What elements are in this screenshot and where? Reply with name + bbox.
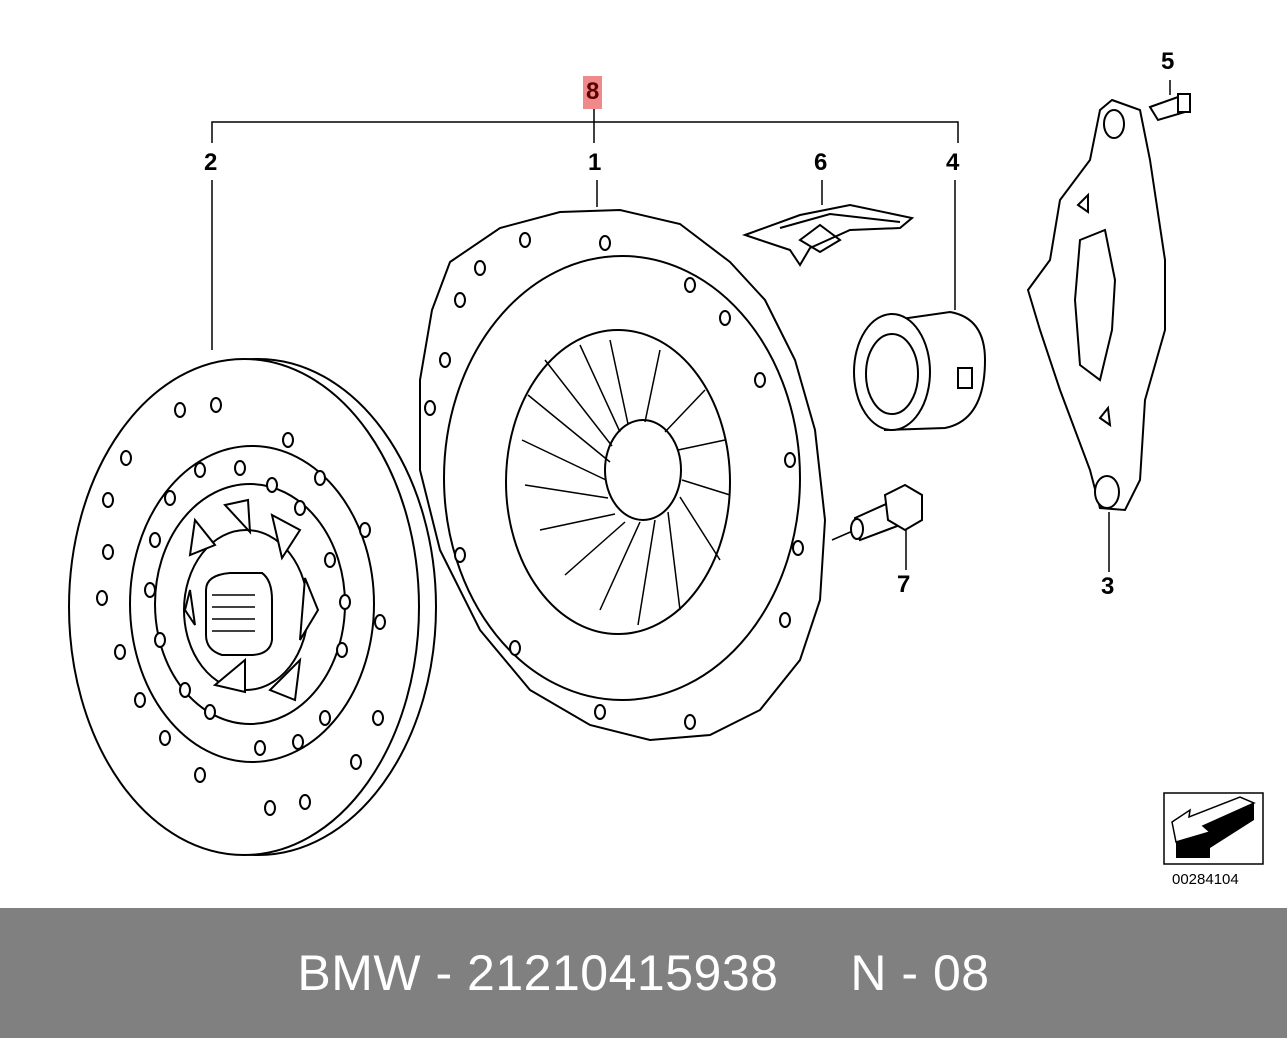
- release-lever: [1026, 98, 1166, 512]
- clutch-disc: [68, 358, 437, 856]
- callout-6: 6: [814, 149, 828, 176]
- hex-bolt: [850, 483, 923, 542]
- footer-part-number: 21210415938: [467, 945, 779, 1001]
- release-bearing: [853, 310, 987, 432]
- footer-brand: BMW: [297, 945, 422, 1001]
- callout-7: 7: [897, 571, 911, 598]
- pressure-plate: [419, 208, 827, 742]
- footer-page-code: N - 08: [850, 945, 990, 1001]
- footer-caption: BMW - 21210415938 N - 08: [297, 945, 990, 1001]
- callout-5: 5: [1161, 48, 1175, 75]
- diagram-reference-number: 00284104: [1172, 871, 1239, 888]
- callout-4: 4: [946, 149, 960, 176]
- guide-pin: [1148, 93, 1191, 122]
- footer-bar: BMW - 21210415938 N - 08: [0, 908, 1287, 1038]
- callout-1: 1: [588, 149, 602, 176]
- direction-arrow-icon: [1163, 792, 1264, 865]
- clutch-exploded-diagram: [68, 80, 1264, 865]
- callout-3: 3: [1101, 573, 1115, 600]
- callout-8: 8: [583, 76, 603, 109]
- retaining-clip: [741, 203, 915, 267]
- callout-2: 2: [204, 149, 218, 176]
- leader-lines: [211, 80, 1171, 572]
